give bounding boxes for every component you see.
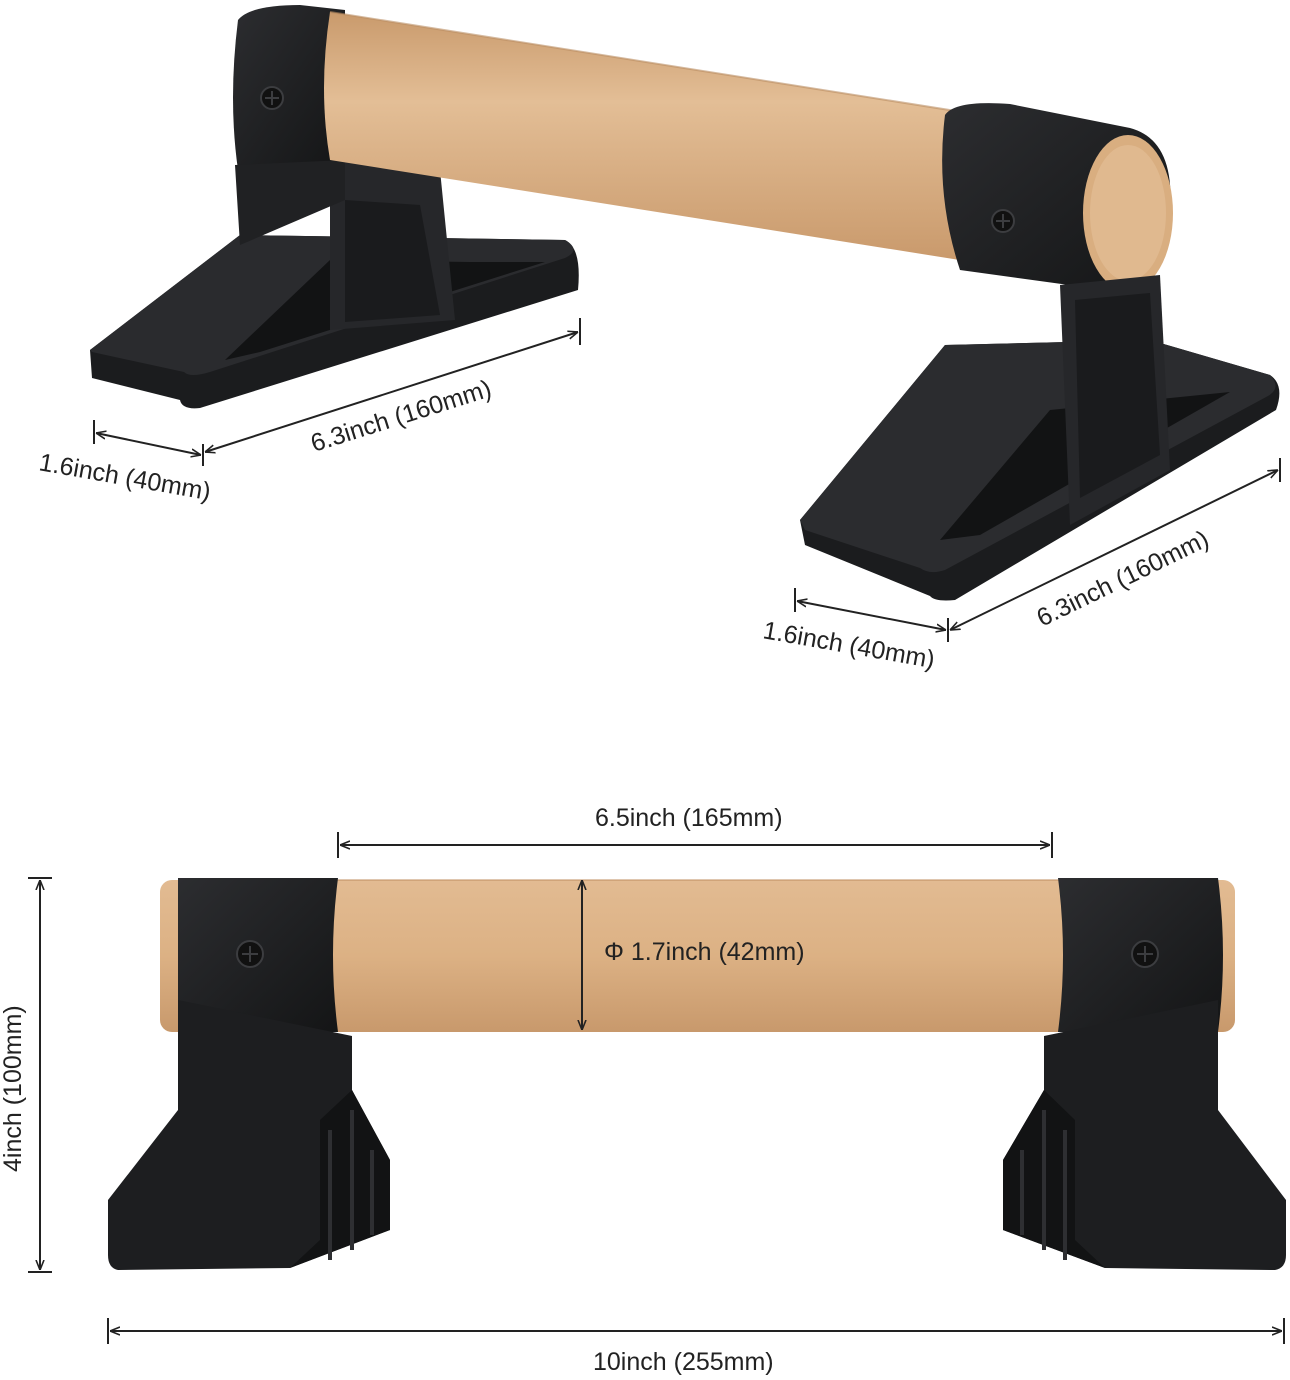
total-length-dimension: 10inch (255mm) bbox=[107, 1318, 1285, 1376]
top-right-width-dimension: 1.6inch (40mm) bbox=[761, 588, 949, 674]
screw-icon bbox=[991, 209, 1015, 233]
left-end-cap bbox=[233, 5, 345, 245]
right-end-cap bbox=[942, 103, 1173, 292]
screw-icon bbox=[260, 86, 284, 110]
height-dimension: 4inch (100mm) bbox=[0, 877, 52, 1273]
top-left-width-label: 1.6inch (40mm) bbox=[37, 448, 213, 506]
top-left-length-label: 6.3inch (160mm) bbox=[307, 375, 494, 458]
top-right-length-label: 6.3inch (160mm) bbox=[1032, 525, 1213, 632]
screw-icon bbox=[1131, 940, 1159, 968]
handle-length-label: 6.5inch (165mm) bbox=[595, 804, 783, 832]
top-right-width-label: 1.6inch (40mm) bbox=[761, 616, 937, 674]
front-wood-handle bbox=[160, 879, 1235, 1032]
handle-length-dimension: 6.5inch (165mm) bbox=[337, 804, 1053, 858]
total-length-label: 10inch (255mm) bbox=[593, 1348, 774, 1376]
top-perspective-view: 1.6inch (40mm) 6.3inch (160mm) 1.6inch (… bbox=[37, 5, 1281, 674]
top-left-width-dimension: 1.6inch (40mm) bbox=[37, 420, 213, 506]
handle-diameter-dimension: Φ 1.7inch (42mm) bbox=[582, 880, 805, 1030]
front-view: 6.5inch (165mm) Φ 1.7inch (42mm) 4inch (… bbox=[0, 804, 1286, 1376]
handle-diameter-label: Φ 1.7inch (42mm) bbox=[604, 938, 805, 966]
screw-icon bbox=[236, 940, 264, 968]
height-label: 4inch (100mm) bbox=[0, 1005, 27, 1172]
top-wood-handle bbox=[324, 11, 1010, 268]
